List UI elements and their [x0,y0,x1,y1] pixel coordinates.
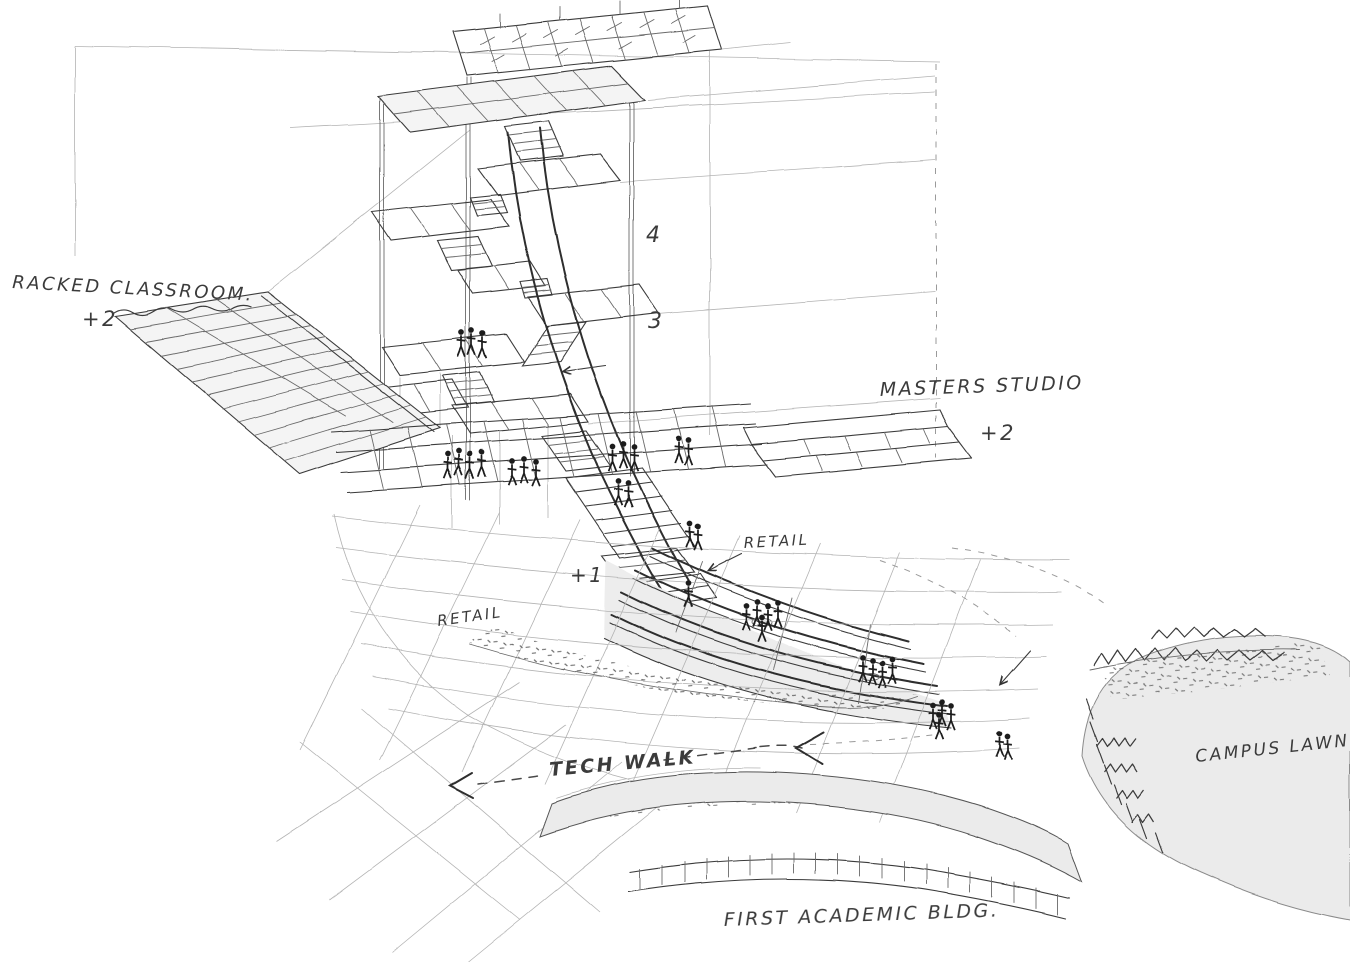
level-2-floor-plate [331,403,769,493]
grand-stair [565,467,717,609]
stair-spine-edges [507,127,689,591]
masters-studio-label: MASTERS STUDIO [879,372,1084,401]
floor-plates [335,65,660,435]
racked-classroom-steps [111,291,442,475]
plus-one-terrace-label: +1 [570,563,604,587]
roof-canopy [451,0,791,77]
masters-studio-level-label: +2 [980,421,1016,445]
masters-studio-steps [743,409,973,477]
first-academic-building [539,767,1083,919]
racked-classroom-label: RACKED CLASSROOM. [12,272,255,306]
retail-lower-label: RETAIL [436,603,504,630]
campus-lawn [1081,627,1350,921]
construction-guides [74,45,941,458]
level-4-label: 4 [646,223,663,248]
first-academic-bldg-label: FIRST ACADEMIC BLDG. [723,899,999,931]
racked-classroom-level-label: +2 [82,307,118,331]
tech-walk-path [447,733,941,799]
switchback-stairs [437,120,611,472]
retail-upper-label: RETAIL [743,531,810,552]
direction-arrows [562,365,1109,765]
level-3-label: 3 [648,309,665,334]
